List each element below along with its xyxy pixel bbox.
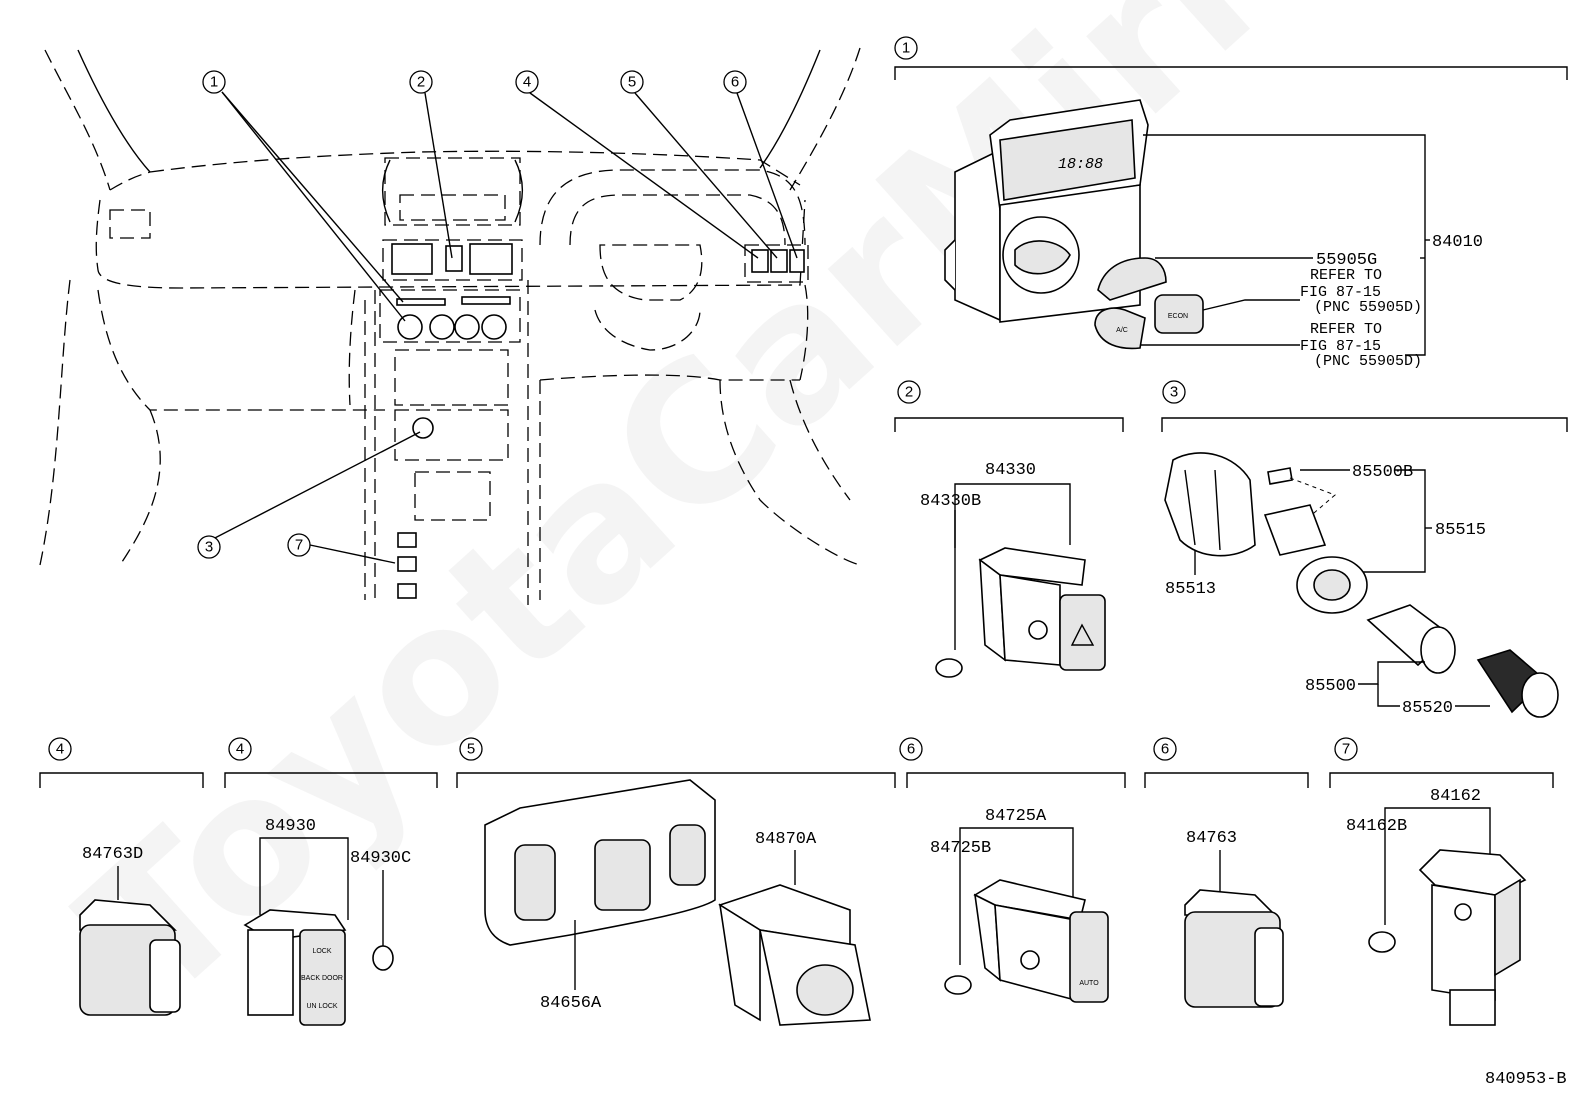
part-84330B: 84330B	[920, 492, 981, 511]
group-2-hazard-switch: 2 84330 84330B	[894, 380, 1124, 678]
part-84162B: 84162B	[1346, 817, 1407, 836]
part-55905G: 55905G	[1316, 251, 1377, 270]
overview-leaders	[210, 91, 798, 564]
part-85500B: 85500B	[1352, 463, 1413, 482]
refer-2-line3: (PNC 55905D)	[1314, 353, 1422, 370]
part-85520: 85520	[1402, 699, 1453, 718]
part-85500: 85500	[1305, 677, 1356, 696]
refer-2-line2: FIG 87-15	[1300, 338, 1381, 355]
group-2-ref: 2	[905, 384, 913, 401]
group-1-ref: 1	[902, 40, 910, 57]
group-4b-back-door-switch: 4 84930 84930C LOCK BACK DOOR UN LOCK	[224, 737, 438, 1026]
overview-callouts: 1 2 4 5 6 3 7	[197, 70, 747, 559]
group-6a-auto-switch: 6 84725A 84725B AUTO	[899, 737, 1126, 1003]
clip-84725B	[944, 975, 972, 995]
part-85513: 85513	[1165, 580, 1216, 599]
figure-id: 840953-B	[1485, 1070, 1567, 1089]
group-3-cigarette-lighter: 3 85513 85500B 85515 85500 85520	[1161, 380, 1568, 718]
refer-1-line1: REFER TO	[1310, 267, 1382, 284]
switch-lock-text: LOCK	[312, 948, 331, 955]
group-3-ref: 3	[1170, 384, 1178, 401]
group-7-ref: 7	[1342, 741, 1350, 758]
econ-button	[1154, 294, 1204, 334]
part-84930: 84930	[265, 817, 316, 836]
callout-1-label: 1	[210, 74, 218, 91]
watermark: ToyotaCarMirror.ru	[42, 0, 1592, 1043]
ac-button-text: A/C	[1116, 327, 1128, 334]
group-5-mirror-switch: 5 84656A 84870A	[456, 737, 896, 1026]
part-85515: 85515	[1435, 521, 1486, 540]
dashboard-overview	[39, 47, 861, 605]
part-84930C: 84930C	[350, 849, 411, 868]
group-4b-ref: 4	[236, 741, 244, 758]
group-7-seat-heater-switch: 7 84162 84162B	[1329, 737, 1554, 1026]
callout-3-label: 3	[205, 539, 213, 556]
refer-1-line2: FIG 87-15	[1300, 284, 1381, 301]
part-84763: 84763	[1186, 829, 1237, 848]
group-6b-ref: 6	[1161, 741, 1169, 758]
switch-auto-text: AUTO	[1079, 980, 1099, 987]
callout-2-label: 2	[417, 74, 425, 91]
part-84725A: 84725A	[985, 807, 1047, 826]
part-84010: 84010	[1432, 233, 1483, 252]
switch-unlock-text: UN LOCK	[306, 1003, 337, 1010]
part-84330: 84330	[985, 461, 1036, 480]
part-84162: 84162	[1430, 787, 1481, 806]
callout-6-label: 6	[731, 74, 739, 91]
group-4a-ref: 4	[56, 741, 64, 758]
part-84763D: 84763D	[82, 845, 143, 864]
clip-84930C	[372, 945, 394, 971]
econ-button-text: ECON	[1168, 313, 1188, 320]
ac-button	[1094, 307, 1146, 350]
refer-2-line1: REFER TO	[1310, 321, 1382, 338]
callout-7-label: 7	[295, 537, 303, 554]
clock-display-text: 18:88	[1058, 156, 1103, 173]
refer-1-line3: (PNC 55905D)	[1314, 299, 1422, 316]
clip-84330B	[935, 658, 963, 678]
part-84656A: 84656A	[540, 994, 602, 1013]
rear-defog-button	[1097, 257, 1167, 301]
switch-backdoor-text: BACK DOOR	[301, 975, 343, 982]
callout-4-label: 4	[523, 74, 531, 91]
group-4a-blank-switch: 4 84763D	[39, 737, 204, 1016]
clip-84162B	[1368, 931, 1396, 953]
group-6b-blank-switch: 6 84763	[1144, 737, 1309, 1008]
part-84870A: 84870A	[755, 830, 817, 849]
group-5-ref: 5	[467, 741, 475, 758]
group-6a-ref: 6	[907, 741, 915, 758]
hazard-switch-marker	[445, 245, 463, 272]
group-1-climate-control: 1 18:88 ECON A/C 84010 55905G REFER TO F…	[894, 36, 1568, 370]
callout-5-label: 5	[628, 74, 636, 91]
